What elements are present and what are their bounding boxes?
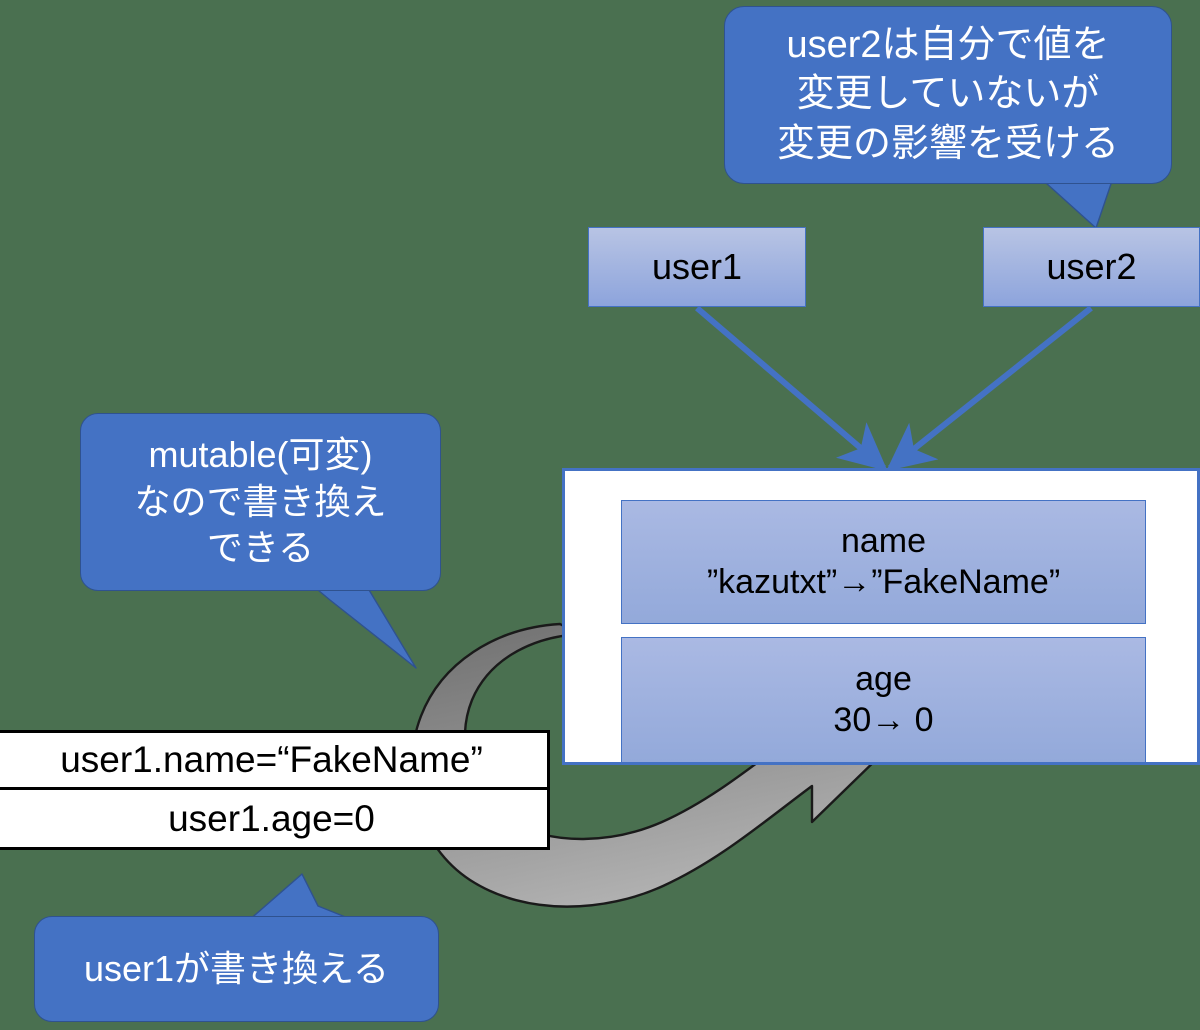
arrow-user2-to-object (886, 305, 1093, 471)
variable-box-user2[interactable]: user2 (983, 227, 1200, 307)
callout-user2-effect: user2は自分で値を 変更していないが 変更の影響を受ける (724, 6, 1172, 184)
callout-mutable-text: mutable(可変) なので書き換え できる (134, 433, 387, 569)
object-field-name: name ”kazutxt”→”FakeName” (621, 500, 1146, 624)
variable-box-user1[interactable]: user1 (588, 227, 806, 307)
object-field-age: age 30→ 0 (621, 637, 1146, 763)
object-field-name-value: ”kazutxt”→”FakeName” (706, 563, 1061, 601)
code-line-assign-name-text: user1.name=“FakeName” (60, 739, 483, 780)
object-container: name ”kazutxt”→”FakeName” age 30→ 0 (562, 468, 1200, 765)
callout-mutable: mutable(可変) なので書き換え できる (80, 413, 441, 591)
callout-tail-user2-effect (1045, 177, 1114, 229)
code-line-assign-age-text: user1.age=0 (168, 797, 375, 839)
code-line-assign-name: user1.name=“FakeName” (0, 733, 547, 790)
code-box: user1.name=“FakeName” user1.age=0 (0, 730, 550, 850)
variable-box-user2-label: user2 (1046, 246, 1137, 287)
code-line-assign-age: user1.age=0 (0, 790, 547, 847)
object-field-age-value: 30→ 0 (833, 701, 934, 739)
arrow-user1-to-object (695, 305, 888, 472)
object-field-age-key: age (855, 659, 912, 698)
callout-user1-writes-text: user1が書き換える (84, 947, 389, 989)
object-field-name-key: name (840, 521, 927, 560)
callout-user2-effect-text: user2は自分で値を 変更していないが 変更の影響を受ける (776, 23, 1119, 165)
callout-user1-writes: user1が書き換える (34, 916, 439, 1022)
variable-box-user1-label: user1 (651, 246, 743, 287)
